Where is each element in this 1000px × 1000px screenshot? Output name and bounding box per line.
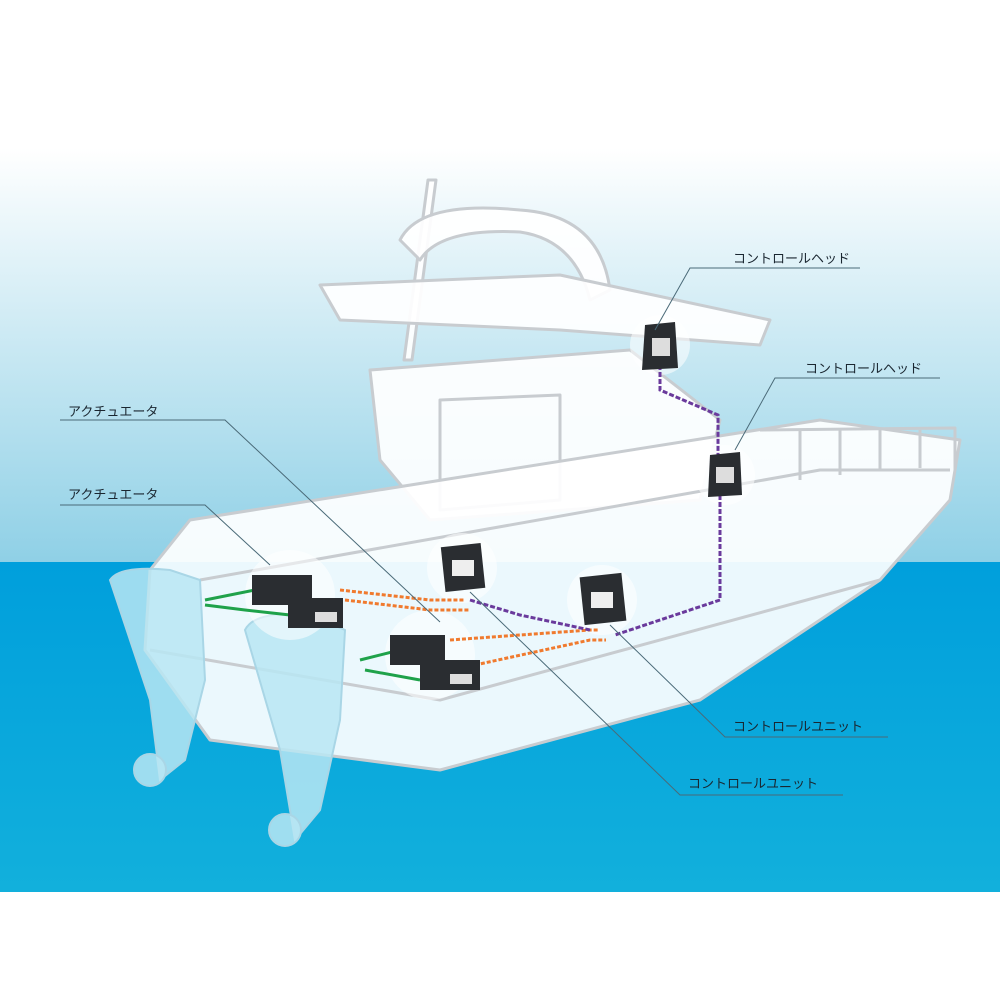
- control-head-1: [642, 322, 678, 370]
- label-control-head-2: コントロールヘッド: [805, 362, 923, 377]
- cable-purple: [469, 365, 722, 637]
- actuator-2: [390, 635, 480, 690]
- label-control-unit-1: コントロールユニット: [733, 720, 864, 735]
- label-control-head-1: コントロールヘッド: [733, 252, 851, 267]
- leader-lines: [60, 267, 940, 796]
- control-head-2: [708, 452, 742, 497]
- boat: [143, 178, 962, 772]
- label-actuator-2: アクチュエータ: [68, 488, 159, 503]
- cable-orange: [339, 588, 606, 667]
- control-unit-1: [440, 543, 486, 592]
- label-control-unit-2: コントロールユニット: [688, 777, 819, 792]
- cable-green: [204, 588, 421, 682]
- control-unit-2: [579, 572, 627, 626]
- actuator-1: [252, 575, 343, 628]
- label-actuator-1: アクチュエータ: [68, 405, 159, 420]
